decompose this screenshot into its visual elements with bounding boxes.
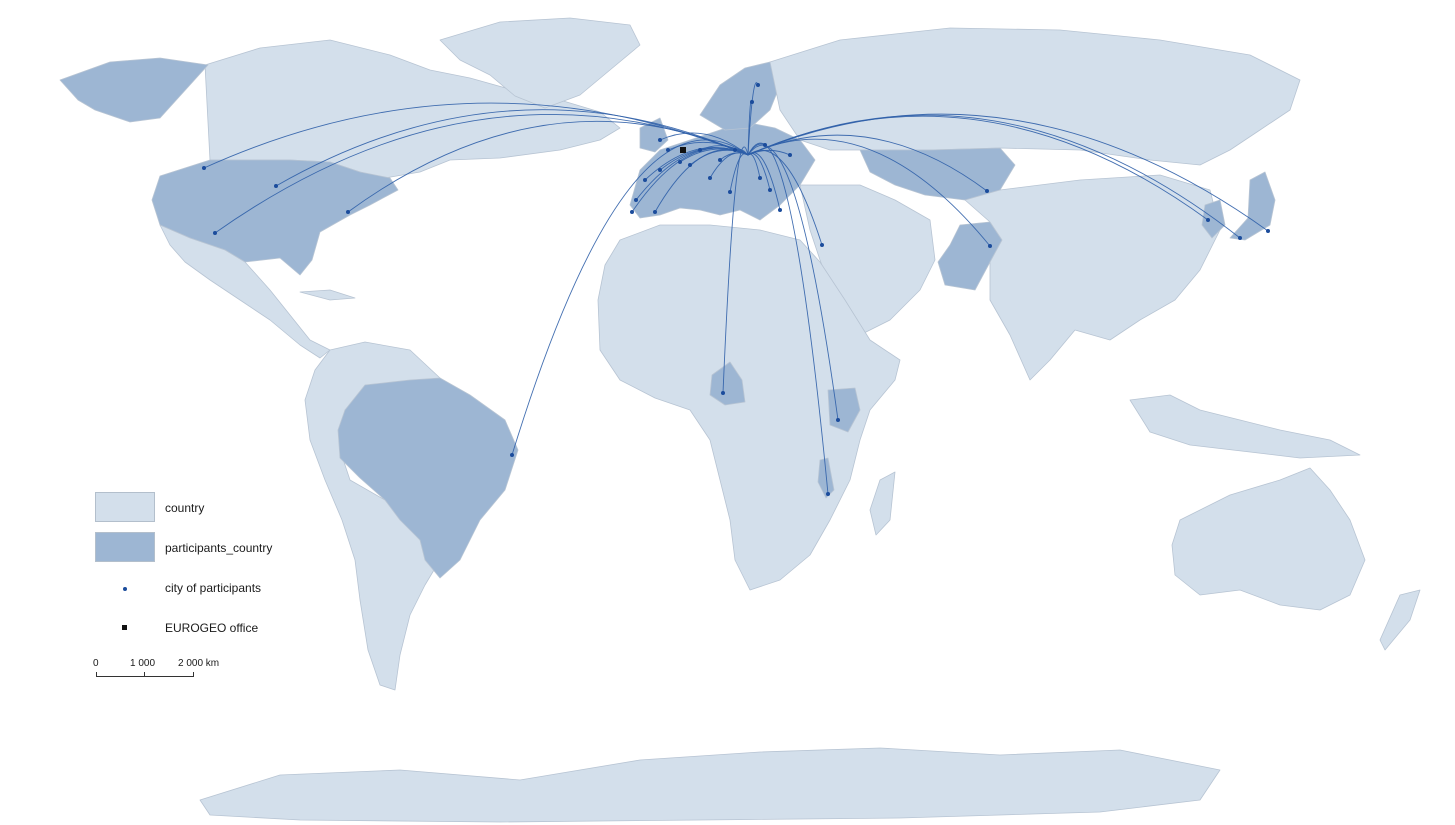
city-point[interactable] [985,189,989,193]
scale-label-2000: 2 000 km [178,658,220,669]
scale-bar: 0 1 000 2 000 km [93,658,219,684]
city-point[interactable] [988,244,992,248]
city-point[interactable] [643,178,647,182]
city-point[interactable] [1238,236,1242,240]
eurogeo-office-point[interactable] [680,147,686,153]
flow-line [747,82,759,156]
country-new-zealand[interactable] [1379,589,1421,651]
city-point[interactable] [658,168,662,172]
flow-line [747,114,1241,239]
flow-line [659,132,749,156]
participant-cities [202,83,1270,496]
flow-line [203,102,749,169]
city-point[interactable] [346,210,350,214]
city-point[interactable] [788,153,792,157]
city-point[interactable] [763,143,767,147]
city-point[interactable] [768,188,772,192]
city-point[interactable] [678,160,682,164]
participants-japan[interactable] [1229,171,1276,241]
flow-line [747,144,839,421]
legend-city-dot-icon [123,587,127,591]
legend-office-square-icon [122,625,127,630]
country-antarctica[interactable] [199,747,1221,823]
legend-swatch-participants [95,532,155,562]
city-point[interactable] [658,138,662,142]
flow-line [747,142,829,495]
city-point[interactable] [758,176,762,180]
country-layer [59,17,1421,823]
flow-line [747,153,761,179]
city-point[interactable] [688,163,692,167]
city-point[interactable] [778,208,782,212]
city-point[interactable] [1206,218,1210,222]
flow-line [747,138,991,247]
legend-label-participants: participants_country [165,541,273,555]
city-point[interactable] [213,231,217,235]
city-point[interactable] [708,176,712,180]
city-point[interactable] [202,166,206,170]
participants-korea[interactable] [1201,199,1226,239]
city-point[interactable] [1266,229,1270,233]
city-point[interactable] [750,100,754,104]
flow-line [747,150,823,246]
city-point[interactable] [634,198,638,202]
city-point[interactable] [653,210,657,214]
scale-tick-2000 [193,672,194,677]
scale-label-0: 0 [93,658,99,669]
city-point[interactable] [698,148,702,152]
scale-tick-0 [96,672,97,677]
country-indonesia[interactable] [1129,394,1361,459]
flow-line [511,139,749,456]
city-point[interactable] [666,148,670,152]
city-point[interactable] [820,243,824,247]
eurogeo-office-marker [680,147,686,153]
legend-label-country: country [165,501,205,515]
city-point[interactable] [728,190,732,194]
flow-line [722,146,749,394]
country-cuba[interactable] [299,289,356,301]
city-point[interactable] [721,391,725,395]
country-australia[interactable] [1171,467,1366,611]
legend-swatch-country [95,492,155,522]
flow-line [719,152,749,161]
city-point[interactable] [733,148,737,152]
participants-alaska[interactable] [59,57,209,123]
city-point[interactable] [718,158,722,162]
city-point[interactable] [826,492,830,496]
participants-uk[interactable] [639,117,669,153]
flow-line [347,120,749,213]
participants-brazil[interactable] [337,377,519,579]
country-russia[interactable] [769,27,1301,166]
participant-flow-lines [203,82,1269,495]
city-point[interactable] [274,184,278,188]
flow-line [275,109,749,187]
legend-label-office: EUROGEO office [165,621,259,635]
participants-scandinavia[interactable] [699,61,781,131]
participants-kenya[interactable] [827,387,861,433]
city-point[interactable] [756,83,760,87]
legend-label-city: city of participants [165,581,262,595]
flow-line [747,113,1269,232]
scale-label-1000: 1 000 [130,658,156,669]
legend-row-participants [95,532,155,562]
country-middle-east[interactable] [799,184,936,336]
country-madagascar[interactable] [869,471,896,536]
country-mexico[interactable] [159,224,331,359]
participants-cameroon[interactable] [709,361,746,406]
legend-row-country [95,492,155,522]
country-africa[interactable] [597,224,901,591]
scale-tick-1000 [144,672,145,677]
country-asia[interactable] [964,174,1221,381]
city-point[interactable] [630,210,634,214]
country-greenland[interactable] [439,17,641,109]
city-point[interactable] [510,453,514,457]
city-point[interactable] [836,418,840,422]
